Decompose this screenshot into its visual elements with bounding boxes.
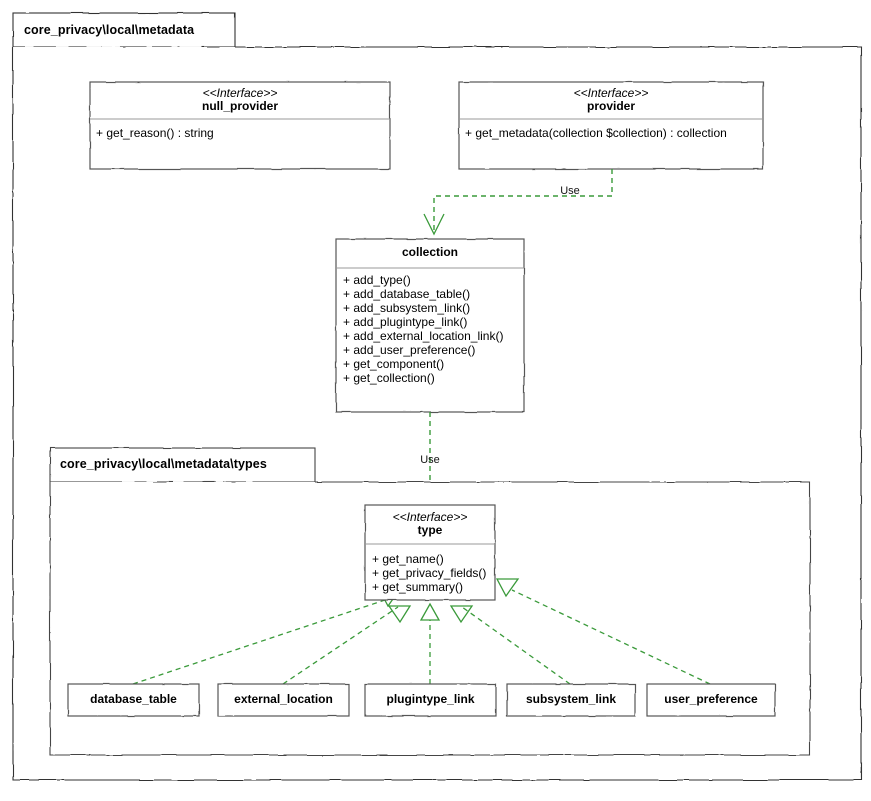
realization-edges	[132, 578, 711, 685]
relation-label-provider-collection: Use	[560, 185, 580, 197]
package-title-metadata: core_privacy\local\metadata	[24, 23, 195, 37]
class-collection-name: collection	[401, 245, 458, 259]
class-database-table-name: database_table	[90, 692, 177, 706]
class-plugintype-link-name: plugintype_link	[386, 692, 475, 706]
class-collection-member-2: + add_subsystem_link()	[343, 301, 471, 315]
relation-provider-collection-line	[433, 169, 613, 230]
class-collection-member-7: + get_collection()	[343, 371, 435, 385]
class-type-member-0: + get_name()	[372, 552, 444, 566]
class-type-name: type	[417, 523, 443, 537]
class-collection-member-6: + get_component()	[343, 357, 445, 371]
class-provider-stereotype: <<Interface>>	[573, 86, 649, 100]
class-type-member-2: + get_summary()	[372, 580, 464, 594]
class-collection-member-4: + add_external_location_link()	[343, 329, 504, 343]
class-null-provider-stereotype: <<Interface>>	[202, 86, 278, 100]
class-collection-member-0: + add_type()	[343, 273, 411, 287]
class-collection-member-5: + add_user_preference()	[343, 343, 476, 357]
class-null-provider-name: null_provider	[201, 99, 278, 113]
edge-database-table-to-type	[132, 599, 386, 685]
class-external-location-name: external_location	[234, 692, 333, 706]
arrowhead-plugintype-link	[419, 602, 441, 621]
relation-provider-collection-arrowhead	[423, 213, 445, 236]
package-metadata-body	[12, 46, 862, 781]
class-provider-member-0: + get_metadata(collection $collection) :…	[465, 126, 727, 140]
arrowhead-external-location	[387, 605, 412, 624]
arrowhead-user-preference	[495, 578, 520, 598]
class-collection-member-1: + add_database_table()	[343, 287, 471, 301]
edge-subsystem-link-to-type	[461, 606, 571, 685]
arrowhead-subsystem-link	[449, 605, 474, 624]
edge-user-preference-to-type	[511, 589, 711, 685]
class-user-preference-name: user_preference	[664, 692, 758, 706]
class-type-member-1: + get_privacy_fields()	[372, 566, 487, 580]
class-null-provider-member-0: + get_reason() : string	[96, 126, 214, 140]
class-type-stereotype: <<Interface>>	[392, 510, 468, 524]
package-title-types: core_privacy\local\metadata\types	[60, 457, 267, 471]
relation-label-collection-type: Use	[420, 454, 440, 466]
edge-external-location-to-type	[282, 606, 399, 685]
relation-collection-type-arrowhead	[419, 485, 441, 508]
class-collection-member-3: + add_plugintype_link()	[343, 315, 468, 329]
class-provider-name: provider	[586, 99, 635, 113]
package-types-frame	[49, 447, 811, 756]
relation-provider-collection	[423, 169, 613, 236]
class-subsystem-link-name: subsystem_link	[525, 692, 617, 706]
